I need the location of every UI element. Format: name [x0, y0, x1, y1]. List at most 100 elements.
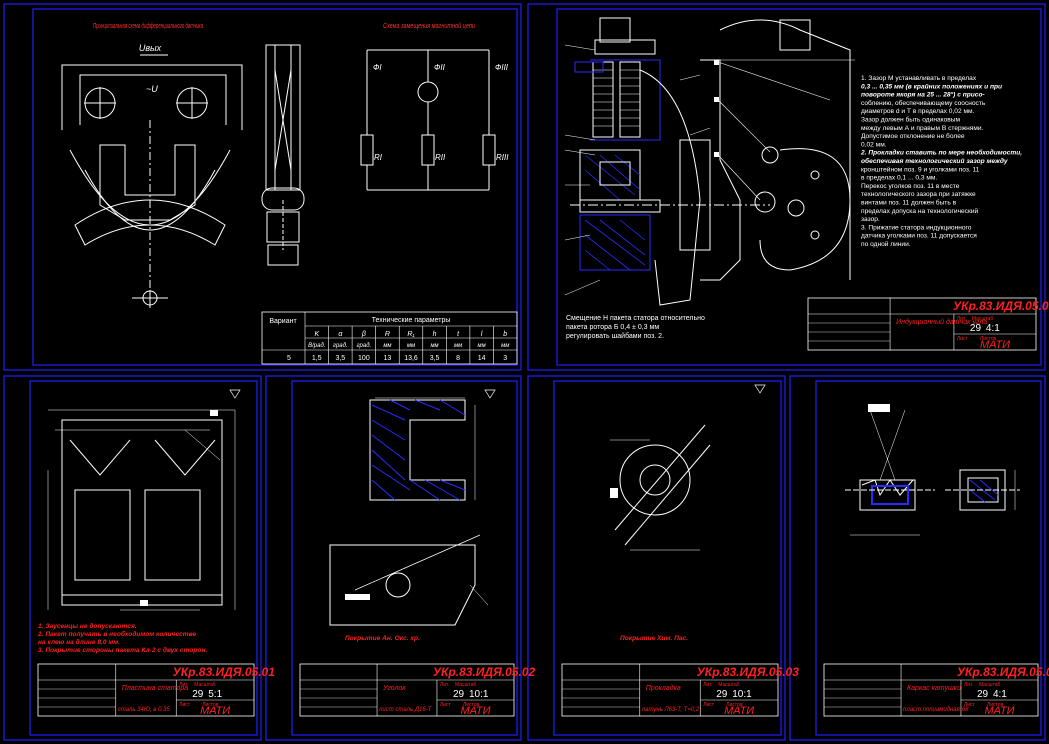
stamp-label-sheet: Лист	[440, 702, 452, 708]
stamp-label-sheet: Лист	[179, 702, 191, 708]
assembly-note-line: между левым А и правым В стержнями.	[861, 125, 984, 132]
table-value: 14	[478, 355, 486, 362]
table-unit: В/рад.	[308, 343, 325, 349]
stamp-label-sheets: Листов	[463, 702, 480, 708]
scale-value: 4:1	[993, 689, 1007, 700]
stamp-label-scale: Масштаб	[194, 682, 216, 688]
table-value: 100	[358, 355, 370, 362]
assembly-note-line: 1. Зазор М устанавливать в пределах	[861, 75, 977, 82]
table-symbol: R₁	[407, 331, 415, 338]
stamp-label-lit: Лит.	[957, 316, 966, 322]
material: сталь 34Ю, в 0,35	[118, 707, 171, 713]
principle-title: Принципиальная схема дифференциального д…	[93, 22, 203, 30]
u-out-label: Uвых	[139, 43, 162, 53]
part-name: Индукционный датчик угла	[896, 318, 987, 326]
adjust-note-line: регулировать шайбами поз. 2.	[566, 332, 664, 340]
stamp-label-lit: Лит.	[440, 682, 449, 688]
adjust-note-line: пакета ротора Б 0,4 ± 0,3 мм	[566, 324, 659, 331]
side-view	[261, 44, 305, 266]
u-ac-label: ~U	[146, 84, 158, 94]
table-symbol: β	[361, 331, 366, 338]
stamp-label-lit: Лит.	[964, 682, 973, 688]
table-value: 3,5	[430, 355, 440, 362]
stamp-label-scale: Масштаб	[979, 682, 1001, 688]
organization: МАТИ	[460, 705, 490, 717]
table-symbol: α	[338, 331, 343, 338]
mass-value: 29	[970, 323, 982, 334]
assembly-note-line: кронштейном поз. 9 и уголками поз. 11	[861, 165, 980, 173]
assembly-note-line: 3. Прижатие статора индукционного	[861, 224, 972, 231]
assembly-note-line: технологического зазора при затяжке	[861, 191, 976, 198]
part-name: Пластина статора	[122, 685, 189, 692]
sheet-5-shim	[527, 375, 786, 741]
drawing-code: УКр.83.ИДЯ.05.04	[957, 665, 1049, 679]
table-unit: град.	[357, 343, 372, 349]
assembly-note-line: 0,02 мм.	[861, 141, 887, 148]
phi-3-label: ФIII	[495, 63, 509, 72]
assembly-note-line: винтами поз. 11 должен быть в	[861, 199, 957, 207]
table-symbol: l	[481, 331, 483, 338]
assembly-note-line: 2. Прокладки ставить по мере необходимос…	[860, 149, 1022, 157]
assembly-note-line: по одной линии.	[861, 240, 911, 248]
table-value: 13	[384, 355, 392, 362]
part-note: 1. Заусенцы не допускаются.	[38, 622, 137, 630]
sheet-6-coil-frame	[789, 375, 1046, 741]
phi-1-label: ФI	[373, 63, 382, 72]
table-value: 8	[456, 355, 460, 362]
table-value: 13,6	[404, 355, 418, 362]
table-symbol: h	[433, 331, 437, 338]
stamp-label-sheet: Лист	[703, 702, 715, 708]
part-note: 2. Пакет получать в необходимом количест…	[37, 630, 196, 638]
table-header-variant: Вариант	[269, 318, 297, 325]
stamp-label-sheets: Листов	[987, 702, 1004, 708]
assembly-note-line: соблению, обеспечивающему соосность	[861, 99, 986, 107]
assembly-note-line: зазор.	[861, 216, 880, 223]
stamp-label-scale: Масштаб	[455, 682, 477, 688]
organization: МАТИ	[200, 705, 230, 717]
scale-value: 10:1	[732, 689, 752, 700]
stamp-label-sheet: Лист	[957, 336, 969, 342]
drawing-code: УКр.83.ИДЯ.05.02	[433, 665, 536, 679]
assembly-note-line: Перекос уголков поз. 11 в месте	[861, 183, 960, 190]
assembly-note-line: датчика уголками поз. 11 допускается	[861, 233, 977, 240]
stamp-label-sheets: Листов	[980, 336, 997, 342]
stamp-label-sheets: Листов	[202, 702, 219, 708]
drawing-code: УКр.83.ИДЯ.05.00	[953, 299, 1049, 313]
drawing-code: УКр.83.ИДЯ.05.01	[173, 665, 276, 679]
phi-2-label: ФII	[434, 63, 446, 72]
assembly-adjust-note: Смещение Н пакета статора относительнопа…	[566, 315, 705, 340]
table-value: 3	[503, 355, 507, 362]
material: пласт.полиамидная-68	[903, 707, 969, 713]
stamp-label-scale: Масштаб	[972, 316, 994, 322]
organization: МАТИ	[984, 705, 1014, 717]
table-symbol: K	[314, 331, 319, 338]
magnetic-circuit: Схема замещения магнитной цепи ФI ФII ФI…	[360, 22, 509, 191]
drawing-code: УКр.83.ИДЯ.05.03	[697, 665, 800, 679]
table-unit: мм	[407, 343, 415, 349]
scale-value: 10:1	[469, 689, 489, 700]
table-cells: KВ/рад.1,5αград.3,5βград.100Rмм13R₁мм13,…	[308, 326, 509, 364]
circuit-title: Схема замещения магнитной цепи	[383, 22, 475, 30]
table-symbol: b	[503, 331, 507, 338]
scale-value: 4:1	[986, 323, 1000, 334]
mass-value: 29	[977, 689, 989, 700]
assembly-note-line: повороте якоря на 25 ... 28°) с присо-	[861, 91, 985, 99]
table-header-params: Технические параметры	[372, 317, 451, 324]
table-value: 1,5	[312, 355, 322, 362]
part-name: Уголок	[382, 685, 406, 692]
part-note: Покрытие Ан. Окс. хр.	[345, 635, 420, 642]
stamp-label-lit: Лит.	[179, 682, 188, 688]
sheet-4-bracket	[265, 375, 522, 741]
part-name: Прокладка	[646, 684, 681, 692]
table-unit: мм	[501, 343, 509, 349]
assembly-note-line: обеспечивая технологический зазор между	[861, 157, 1008, 165]
table-unit: град.	[333, 343, 348, 349]
part-note: Покрытие Хим. Пас.	[620, 635, 688, 642]
mass-value: 29	[192, 689, 204, 700]
